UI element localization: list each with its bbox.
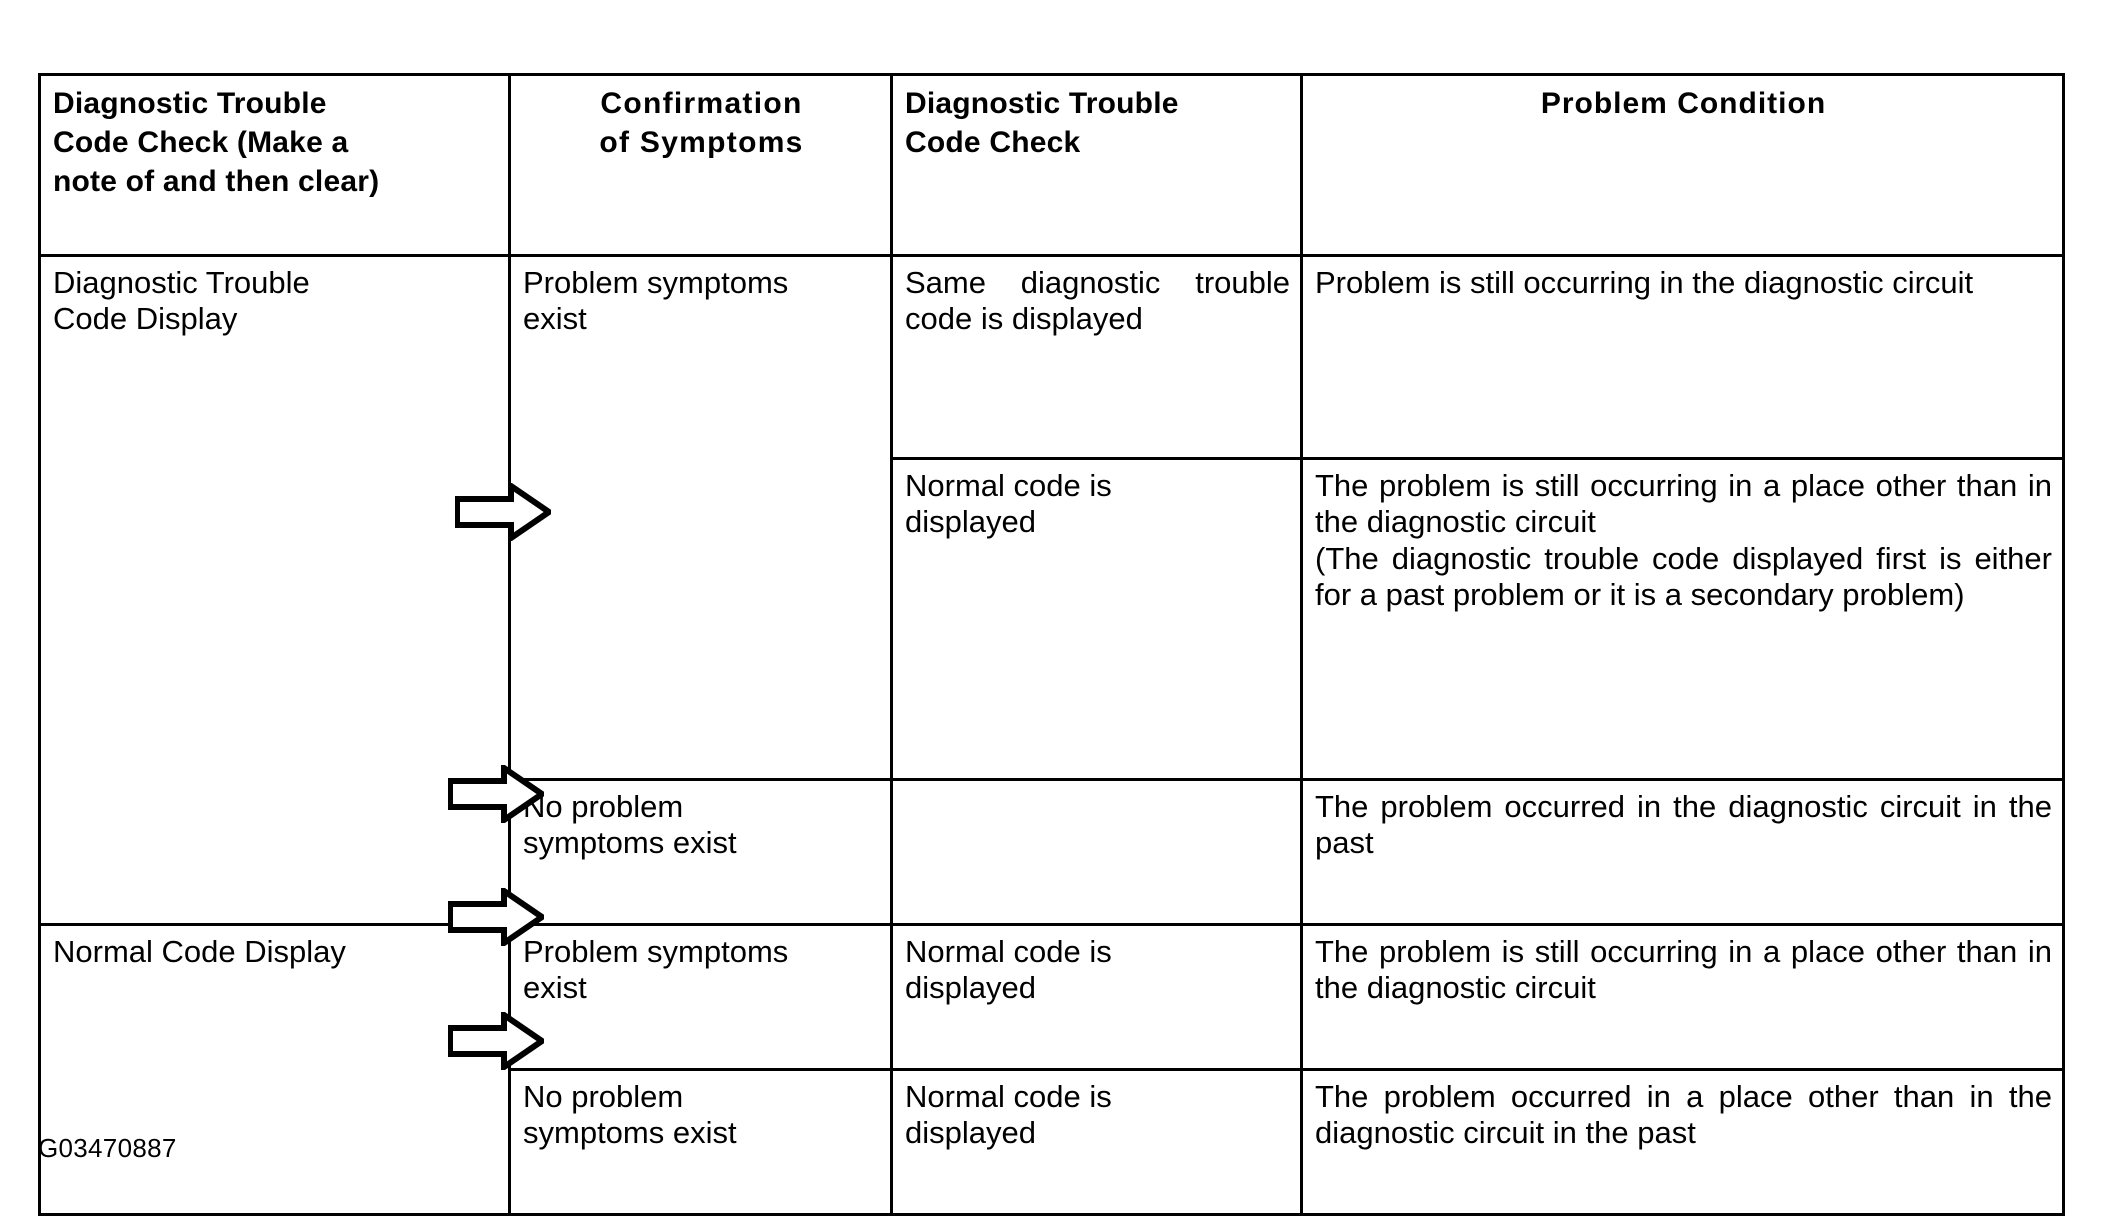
cell-line: Diagnostic Trouble [53,265,310,300]
cell-line: Problem symptoms [523,934,789,969]
cell-paragraph: Same diagnostic trouble code is displaye… [905,265,1290,337]
header-line: note of and then clear) [53,165,380,198]
cell-code-check-dtc-display: Diagnostic Trouble Code Display [38,254,511,926]
cell-paragraph: The problem occurred in the diagnostic c… [1315,789,2052,861]
cell-line: No problem [523,789,684,824]
figure-code-label: G03470887 [38,1133,177,1163]
header-line: Code Check [905,126,1081,159]
cell-symptoms-no-problem-2: No problem symptoms exist [508,1068,893,1216]
cell-paragraph: Problem is still occurring in the diagno… [1315,265,1974,300]
header-row: Diagnostic Trouble Code Check (Make a no… [38,73,2065,257]
cell-recheck-normal-code: Normal code is displayed [890,457,1303,781]
cell-symptoms-problem-exist-2: Problem symptoms exist [508,923,893,1071]
column-header-code-check-recheck: Diagnostic Trouble Code Check [890,73,1303,257]
cell-line: Normal Code Display [53,934,346,969]
cell-recheck-same-code: Same diagnostic trouble code is displaye… [890,254,1303,460]
column-header-problem-condition: Problem Condition [1300,73,2065,257]
table-row: No problem symptoms exist The problem oc… [40,778,2065,926]
header-line: Code Check (Make a [53,126,349,159]
cell-paragraph: The problem occurred in a place other th… [1315,1079,2052,1151]
table-row: No problem symptoms exist Normal code is… [40,1068,2065,1216]
cell-problem-condition-still-occurring: Problem is still occurring in the diagno… [1300,254,2065,460]
cell-recheck-empty [890,778,1303,926]
header-line: Diagnostic Trouble [53,87,327,120]
table-row: Normal code is displayed The problem is … [40,457,2065,781]
cell-recheck-normal-code-2: Normal code is displayed [890,923,1303,1071]
cell-paragraph: (The diagnostic trouble code displayed f… [1315,540,2052,612]
cell-line: exist [523,301,587,337]
cell-line: Code Display [53,301,238,337]
cell-recheck-normal-code-3: Normal code is displayed [890,1068,1303,1216]
header-line: Diagnostic Trouble [905,87,1179,120]
header-line: of Symptoms [599,126,804,159]
diagnostic-trouble-code-table: Diagnostic Trouble Code Check (Make a no… [38,73,2065,1216]
cell-line: displayed [905,504,1036,540]
cell-problem-condition-other-place: The problem is still occurring in a plac… [1300,457,2065,781]
column-header-code-check-initial: Diagnostic Trouble Code Check (Make a no… [38,73,511,257]
cell-problem-condition-past-diagnostic: The problem occurred in the diagnostic c… [1300,778,2065,926]
table-header: Diagnostic Trouble Code Check (Make a no… [38,73,2065,257]
header-line: Problem Condition [1540,87,1827,120]
cell-problem-condition-past-other-place: The problem occurred in a place other th… [1300,1068,2065,1216]
header-line: Confirmation [600,87,803,120]
cell-symptoms-problem-exist: Problem symptoms exist [508,254,893,781]
cell-line: displayed [905,970,1036,1006]
cell-line: exist [523,970,587,1006]
cell-symptoms-no-problem: No problem symptoms exist [508,778,893,926]
cell-line: Normal code is [905,468,1112,503]
cell-paragraph: The problem is still occurring in a plac… [1315,934,2052,1006]
cell-problem-condition-other-place-2: The problem is still occurring in a plac… [1300,923,2065,1071]
cell-code-check-normal-display: Normal Code Display [38,923,511,1216]
cell-line: Normal code is [905,1079,1112,1114]
cell-paragraph: The problem is still occurring in a plac… [1315,468,2052,540]
column-header-confirmation-of-symptoms: Confirmation of Symptoms [508,73,893,257]
table-row: Normal Code Display Problem symptoms exi… [38,923,2065,1216]
table-body: Diagnostic Trouble Code Display Problem … [38,254,2065,1216]
cell-line: No problem [523,1079,684,1114]
cell-line: symptoms exist [523,1115,737,1151]
cell-line: Problem symptoms [523,265,789,300]
cell-line: symptoms exist [523,825,737,861]
cell-line: displayed [905,1115,1036,1151]
table-row: Diagnostic Trouble Code Display Problem … [38,254,2065,926]
cell-line: Normal code is [905,934,1112,969]
